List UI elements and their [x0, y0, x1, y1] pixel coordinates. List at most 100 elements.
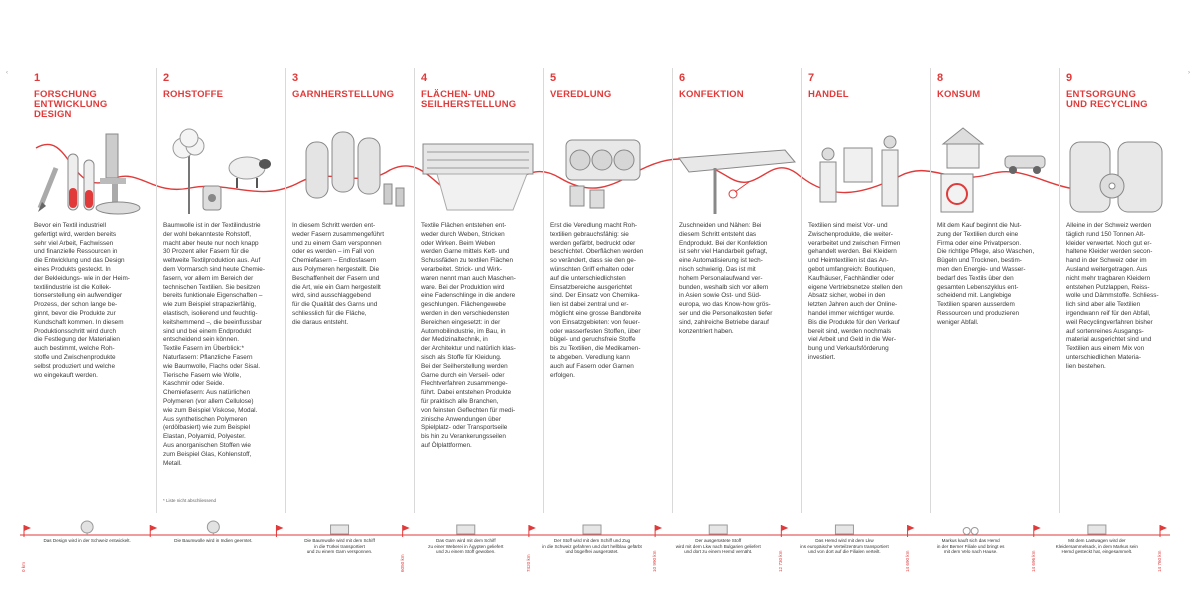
flag-icon — [1033, 525, 1041, 531]
yarn-spool-icon — [383, 183, 405, 207]
sheep-icon — [228, 156, 271, 188]
loom-machine-icon — [422, 143, 534, 211]
yarn-production-illustration — [305, 131, 405, 207]
step-finishing: 5 VEREDLUNG Erst die Veredlung macht Roh… — [546, 68, 673, 513]
timeline-km-label: 12 730 km — [778, 550, 784, 572]
tree-icon — [80, 520, 94, 535]
step-number: 1 — [34, 72, 41, 84]
finishing-illustration — [565, 139, 641, 209]
step-text: Erst die Veredlung macht Roh- textilien … — [550, 222, 644, 379]
trade-illustration — [819, 135, 899, 207]
dyeing-roller-icon — [565, 139, 641, 181]
step-disposal-recycling: 9 ENTSORGUNG UND RECYCLING Alleine in de… — [1062, 68, 1188, 513]
timeline-km-label: 14 696 km — [1030, 550, 1036, 572]
timeline-km-label: 14 690 km — [904, 550, 910, 572]
step-title: KONSUM — [937, 89, 981, 100]
cutting-table-icon — [678, 149, 796, 214]
disposal-illustration — [1069, 141, 1163, 213]
step-text: Alleine in der Schweiz werden täglich ru… — [1066, 222, 1159, 370]
timeline-stop-label: Mit dem Lastwagen wird der Kleidersammel… — [1055, 538, 1138, 555]
step-number: 9 — [1066, 72, 1073, 84]
step-number: 7 — [808, 72, 815, 84]
step-number: 2 — [163, 72, 170, 84]
step-number: 3 — [292, 72, 299, 84]
dye-canister-icon — [569, 185, 605, 209]
timeline-stop-label: Das Design wird in der Schweiz entwickel… — [43, 538, 131, 543]
step-text: Baumwolle ist in der Textilindustrie der… — [163, 222, 265, 467]
flag-icon — [402, 525, 410, 531]
step-title: FORSCHUNG ENTWICKLUNG DESIGN — [34, 89, 108, 120]
research-illustration — [37, 133, 141, 215]
fabric-rope-illustration — [422, 143, 534, 211]
step-text: Textilien sind meist Vor- und Zwischenpr… — [808, 222, 903, 361]
step-research: 1 FORSCHUNG ENTWICKLUNG DESIGN Bevor ein… — [30, 68, 157, 513]
cotton-plant-icon — [172, 128, 205, 214]
timeline-km-label: 7420 km — [525, 554, 531, 572]
left-side-marker: ‹ — [6, 70, 8, 76]
pencil-icon — [37, 167, 59, 212]
train-icon — [330, 524, 350, 535]
step-text: Mit dem Kauf beginnt die Nut- zung der T… — [937, 222, 1035, 326]
step-footnote: * Liste nicht abschliessend — [163, 498, 217, 503]
flag-icon — [781, 525, 789, 531]
timeline-km-label: 6050 km — [399, 554, 405, 572]
truck-icon — [708, 524, 728, 535]
step-fabric-rope: 4 FLÄCHEN- UND SEILHERSTELLUNG Textile F… — [417, 68, 544, 513]
step-title: HANDEL — [808, 89, 849, 100]
timeline-stop-label: Markus kauft sich das Hemd in der Berner… — [936, 538, 1005, 555]
flag-icon — [907, 525, 915, 531]
step-title: ROHSTOFFE — [163, 89, 224, 100]
flag-icon — [150, 525, 158, 531]
timeline-stop-label: Das Hemd wird mit dem Lkw ins europäisch… — [800, 538, 889, 555]
timeline-km-label: 0 km — [21, 562, 26, 572]
tree-icon — [206, 520, 220, 535]
flag-icon — [24, 525, 31, 531]
timeline-km-label: 14 760 km — [1157, 550, 1162, 572]
step-title: FLÄCHEN- UND SEILHERSTELLUNG — [421, 89, 517, 110]
consumption-illustration — [940, 127, 1046, 213]
step-title: VEREDLUNG — [550, 89, 612, 100]
truck-icon — [834, 524, 854, 535]
step-raw-materials: 2 ROHSTOFFE Baumwolle ist in der Textili… — [159, 68, 286, 513]
flag-icon — [655, 525, 663, 531]
step-number: 4 — [421, 72, 428, 84]
step-number: 8 — [937, 72, 944, 84]
cd-disc-icon — [1099, 173, 1125, 199]
timeline-stop-label: Die Baumwolle wird in Indien geerntet. — [174, 538, 253, 543]
train-icon — [582, 524, 602, 535]
timeline-km-label: 10 990 km — [652, 550, 658, 572]
step-title: ENTSORGUNG UND RECYCLING — [1066, 89, 1148, 110]
truck-icon — [1087, 524, 1107, 535]
step-title: KONFEKTION — [679, 89, 744, 100]
step-text: Textile Flächen entstehen ent- weder dur… — [421, 222, 516, 449]
test-tube-icon — [67, 153, 95, 211]
step-text: In diesem Schritt werden ent- weder Fase… — [292, 222, 384, 326]
timeline-svg — [20, 520, 1170, 537]
step-number: 5 — [550, 72, 557, 84]
scissors-icon — [728, 181, 750, 199]
step-consumption: 8 KONSUM Mit dem Kauf beginnt die Nut- z… — [933, 68, 1060, 513]
step-garment-making: 6 KONFEKTION Zuschneiden und Nähen: Bei … — [675, 68, 802, 513]
spinning-tank-icon — [305, 131, 381, 199]
right-side-marker: › — [1188, 70, 1190, 76]
step-text: Zuschneiden und Nähen: Bei diesem Schrit… — [679, 222, 773, 335]
step-number: 6 — [679, 72, 686, 84]
recycling-container-icon — [1069, 141, 1163, 213]
shopping-people-icon — [819, 135, 899, 207]
timeline-stop-label: Der ausgerüstete Stoff wird mit dem Lkw … — [675, 538, 761, 555]
washing-machine-icon — [940, 173, 974, 213]
timeline-stop-label: Das Garn wird mit dem Schiff zu einer We… — [428, 538, 504, 555]
bicycle-icon — [962, 527, 979, 535]
flag-icon — [528, 525, 536, 531]
raw-materials-illustration — [172, 128, 271, 214]
ship-icon — [456, 524, 476, 535]
microscope-icon — [95, 133, 141, 215]
timeline-stop-label: Die Baumwolle wird mit dem Schiff in die… — [304, 538, 375, 555]
house-icon — [941, 127, 985, 169]
clothes-rack-icon — [843, 147, 873, 183]
flag-icon — [1160, 525, 1167, 531]
step-trade: 7 HANDEL Textilien sind meist Vor- und Z… — [804, 68, 931, 513]
timeline-stop-label: Der Stoff wird mit dem Schiff und Zug in… — [542, 538, 642, 555]
car-icon — [1004, 155, 1046, 174]
